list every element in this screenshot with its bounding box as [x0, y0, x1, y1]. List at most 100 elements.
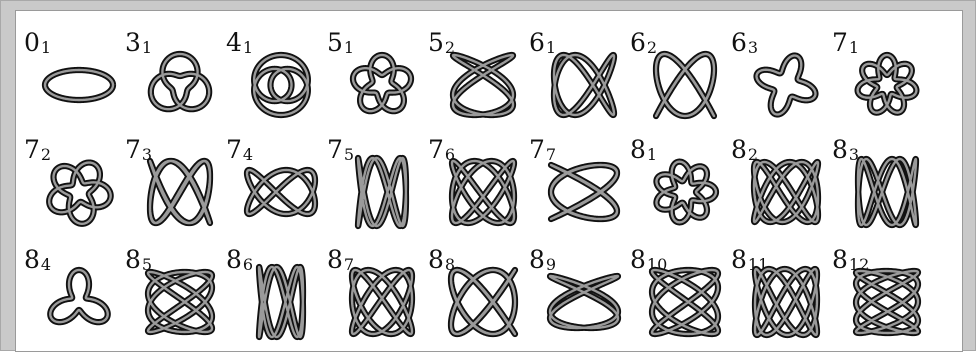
- knot-6-2-icon: [646, 46, 724, 124]
- knot-strand-outline: [148, 272, 212, 332]
- knot-crossing-number: 8: [630, 245, 646, 274]
- knot-crossing-number: 7: [125, 135, 141, 164]
- knot-cell: 85: [119, 233, 220, 343]
- knot-cell: 810: [624, 233, 725, 343]
- knot-8-10-icon: [646, 263, 724, 341]
- knot-6-3-icon: [747, 46, 825, 124]
- knot-strand-outline: [151, 54, 209, 109]
- knot-cell: 41: [220, 16, 321, 126]
- knot-strand-highlight: [554, 55, 614, 115]
- knot-strand-outline: [247, 170, 315, 214]
- knot-cell: 61: [523, 16, 624, 126]
- knot-cell: 87: [321, 233, 422, 343]
- knot-cell: 75: [321, 123, 422, 233]
- knot-crossing-number: 3: [125, 28, 141, 57]
- knot-cell: 31: [119, 16, 220, 126]
- knot-8-5-icon: [141, 263, 219, 341]
- knot-strand-outline: [453, 55, 513, 115]
- knot-crossing-number: 6: [630, 28, 646, 57]
- knot-crossing-number: 6: [529, 28, 545, 57]
- knot-crossing-number: 7: [428, 135, 444, 164]
- knot-cell: 77: [523, 123, 624, 233]
- knot-strand-outline: [757, 56, 816, 115]
- knot-crossing-number: 8: [529, 245, 545, 274]
- knot-cell: 74: [220, 123, 321, 233]
- knot-strand-outline: [550, 276, 618, 328]
- knot-crossing-number: 5: [327, 28, 343, 57]
- knot-crossing-number: 8: [24, 245, 40, 274]
- knot-5-2-icon: [444, 46, 522, 124]
- knot-cell: 811: [725, 233, 826, 343]
- knot-crossing-number: 7: [226, 135, 242, 164]
- knot-cell: 88: [422, 233, 523, 343]
- unknot-icon: [40, 46, 118, 124]
- knot-crossing-number: 8: [630, 135, 646, 164]
- knot-strand-outline: [451, 270, 515, 334]
- knot-cell: 73: [119, 123, 220, 233]
- knot-7-5-icon: [343, 153, 421, 231]
- knot-8-2-icon: [747, 153, 825, 231]
- knot-cell: 812: [826, 233, 927, 343]
- knot-strand-highlight: [858, 159, 916, 225]
- knot-strand-outline: [49, 163, 110, 224]
- knot-cell: 84: [18, 233, 119, 343]
- knot-crossing-number: 8: [832, 245, 848, 274]
- knot-cell: 01: [18, 16, 119, 126]
- knot-cell: 83: [826, 123, 927, 233]
- knot-8-8-icon: [444, 263, 522, 341]
- knot-cell: 52: [422, 16, 523, 126]
- knot-crossing-number: 8: [125, 245, 141, 274]
- knot-strand-outline: [50, 270, 107, 322]
- knot-crossing-number: 4: [226, 28, 242, 57]
- knot-crossing-number: 8: [731, 135, 747, 164]
- knot-strand-outline: [353, 55, 411, 111]
- knot-8-9-icon: [545, 263, 623, 341]
- knot-crossing-number: 7: [832, 28, 848, 57]
- knot-cell: 71: [826, 16, 927, 126]
- knot-strand-outline: [352, 270, 412, 334]
- knot-strand-highlight: [45, 70, 113, 100]
- knot-crossing-number: 8: [428, 245, 444, 274]
- knot-8-1-icon: [646, 153, 724, 231]
- knot-7-4-icon: [242, 153, 320, 231]
- knot-8-12-icon: [848, 263, 926, 341]
- knot-strand-outline: [656, 54, 714, 116]
- knot-crossing-number: 5: [428, 28, 444, 57]
- knot-crossing-number: 6: [731, 28, 747, 57]
- knot-strand-outline: [254, 55, 308, 115]
- knot-8-4-icon: [40, 263, 118, 341]
- knot-crossing-number: 7: [327, 135, 343, 164]
- knot-crossing-number: 8: [226, 245, 242, 274]
- knot-8-6-icon: [242, 263, 320, 341]
- knot-crossing-number: 8: [832, 135, 848, 164]
- knot-crossing-number: 0: [24, 28, 40, 57]
- figure-eight-knot-icon: [242, 46, 320, 124]
- knot-cell: 63: [725, 16, 826, 126]
- knot-cell: 89: [523, 233, 624, 343]
- knot-cell: 81: [624, 123, 725, 233]
- knot-cell: 62: [624, 16, 725, 126]
- knot-table-panel: 0131415152616263717273747576778182838485…: [15, 10, 963, 352]
- knot-cell: 82: [725, 123, 826, 233]
- trefoil-knot-icon: [141, 46, 219, 124]
- knot-strand-outline: [652, 270, 718, 334]
- knot-strand-outline: [452, 161, 514, 223]
- knot-7-2-icon: [40, 153, 118, 231]
- knot-cell: 51: [321, 16, 422, 126]
- knot-5-1-icon: [343, 46, 421, 124]
- knot-7-1-icon: [848, 46, 926, 124]
- knot-cell: 72: [18, 123, 119, 233]
- knot-8-7-icon: [343, 263, 421, 341]
- knot-7-3-icon: [141, 153, 219, 231]
- knot-strand-outline: [551, 165, 617, 219]
- knot-8-3-icon: [848, 153, 926, 231]
- knot-crossing-number: 8: [327, 245, 343, 274]
- knot-cell: 86: [220, 233, 321, 343]
- knot-7-6-icon: [444, 153, 522, 231]
- knot-7-7-icon: [545, 153, 623, 231]
- knot-8-11-icon: [747, 263, 825, 341]
- knot-crossing-number: 7: [529, 135, 545, 164]
- knot-crossing-number: 7: [24, 135, 40, 164]
- knot-6-1-icon: [545, 46, 623, 124]
